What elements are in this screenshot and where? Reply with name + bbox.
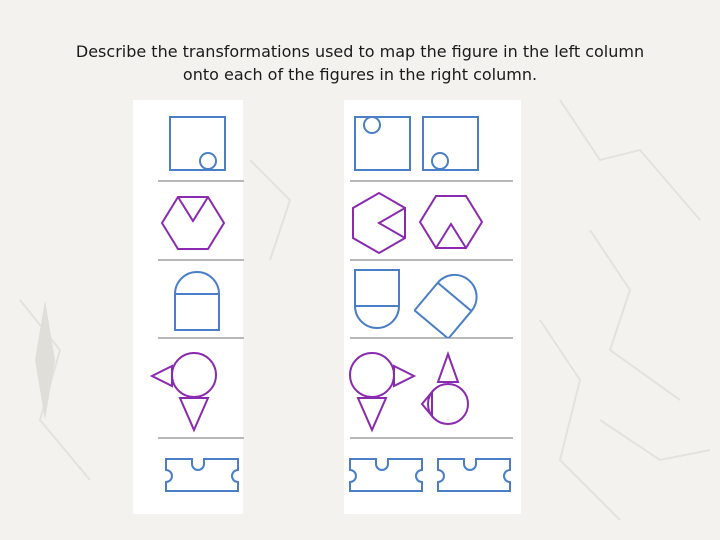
right-separator-2: [350, 259, 513, 261]
right-separator-4: [350, 437, 513, 439]
right-hexagon-upside-figure: [418, 195, 484, 249]
left-hexagon-figure: [160, 196, 226, 250]
compass-icon: [35, 300, 55, 420]
right-hexagon-rotated-figure: [352, 191, 406, 255]
right-separator-3: [350, 337, 513, 339]
left-separator-4: [158, 437, 244, 439]
title-line-1: Describe the transformations used to map…: [75, 42, 645, 61]
right-separator-1: [350, 180, 513, 182]
left-separator-2: [158, 259, 244, 261]
right-square-circle-bottom-left-figure: [422, 116, 479, 171]
left-separator-3: [158, 337, 244, 339]
left-square-with-circle-figure: [169, 116, 226, 171]
left-arch-figure: [174, 271, 220, 331]
left-separator-1: [158, 180, 244, 182]
left-puzzle-figure: [165, 458, 239, 492]
right-arch-rotated-figure: [414, 273, 478, 338]
right-square-circle-top-left-figure: [354, 116, 411, 171]
title-line-2: onto each of the figures in the right co…: [182, 65, 538, 84]
slide-title: Describe the transformations used to map…: [40, 40, 680, 86]
right-circle-triangles-figure-1: [349, 352, 417, 433]
right-puzzle-figure-1: [349, 458, 423, 492]
right-circle-triangles-figure-2: [420, 351, 469, 425]
left-circle-triangles-figure: [149, 352, 217, 433]
right-arch-inverted-figure: [354, 269, 400, 329]
right-puzzle-figure-2: [437, 458, 511, 492]
